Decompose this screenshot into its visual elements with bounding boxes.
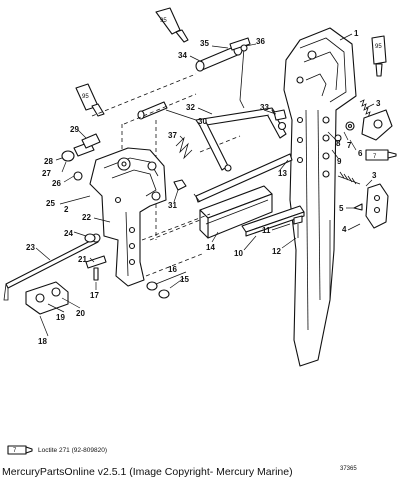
callout-30: 30: [198, 117, 207, 126]
callout-34: 34: [178, 51, 187, 60]
callout-25: 25: [46, 199, 55, 208]
callout-2: 2: [64, 205, 69, 214]
grease-tube-icon: 95: [155, 7, 189, 43]
guide-line: [145, 253, 203, 277]
callout-17: 17: [90, 291, 99, 300]
callout-26: 26: [52, 179, 61, 188]
callout-23: 23: [26, 243, 35, 252]
callout-15: 15: [180, 275, 189, 284]
callout-9: 9: [337, 157, 342, 166]
grease-tube-icon: 95: [75, 83, 105, 117]
callout-18: 18: [38, 337, 47, 346]
legend: 7 Loctite 271 (92-809820): [7, 445, 107, 455]
swivel-bracket: [283, 27, 357, 367]
link-rod: [239, 44, 248, 109]
callout-10: 10: [234, 249, 243, 258]
guide-line: [199, 135, 241, 153]
adjustment-plate: [337, 171, 389, 229]
callout-20: 20: [76, 309, 85, 318]
bolt: [293, 215, 303, 238]
callout-14: 14: [206, 243, 215, 252]
callout-29: 29: [70, 125, 79, 134]
pin: [137, 101, 168, 120]
pivot-pin-assembly: [195, 37, 251, 72]
callout-35: 35: [200, 39, 209, 48]
callout-27: 27: [42, 169, 51, 178]
guide-line: [91, 73, 197, 117]
callout-32: 32: [186, 103, 195, 112]
bolt: [84, 233, 96, 243]
grease-tube-icon: 95: [371, 35, 387, 77]
callout-19: 19: [56, 313, 65, 322]
support-bar: [241, 205, 305, 237]
callout-16: 16: [168, 265, 177, 274]
callout-4: 4: [342, 225, 347, 234]
footer-copyright: MercuryPartsOnline v2.5.1 (Image Copyrig…: [2, 466, 293, 478]
bolt: [85, 255, 107, 281]
callout-28: 28: [44, 157, 53, 166]
spring: [359, 99, 373, 119]
tilt-tube: [193, 153, 293, 203]
legend-key: 7: [13, 448, 17, 454]
callout-6: 6: [358, 149, 363, 158]
nut: [173, 179, 187, 191]
washer: [146, 281, 170, 299]
loctite-tube-icon: 7: [365, 149, 397, 161]
guide-line: [141, 213, 211, 241]
callout-8: 8: [336, 139, 341, 148]
lock-plate: [334, 109, 393, 142]
callout-labels: 1 2 3 3 4 5 6 7 8 9 10 11 12 13 14 15 16…: [26, 29, 381, 346]
callout-12: 12: [272, 247, 281, 256]
callout-22: 22: [82, 213, 91, 222]
tube-label: 95: [375, 44, 382, 50]
tube-label: 7: [373, 154, 377, 160]
callout-13: 13: [278, 169, 287, 178]
callout-24: 24: [64, 229, 73, 238]
callout-11: 11: [262, 226, 271, 235]
clamp-bracket: [89, 147, 167, 287]
leader-lines: [35, 33, 375, 337]
callout-1: 1: [354, 29, 359, 38]
callout-3: 3: [376, 99, 381, 108]
figure-number: 37365: [340, 466, 357, 472]
guide-line: [149, 217, 206, 241]
guide-line: [123, 93, 197, 125]
callout-3: 3: [372, 171, 377, 180]
callout-21: 21: [78, 255, 87, 264]
handle-knob: [61, 133, 101, 181]
tube-label: 95: [82, 94, 89, 100]
tube-label: 95: [160, 18, 167, 24]
legend-text: Loctite 271 (92-809820): [38, 447, 107, 454]
callout-7: 7: [347, 141, 352, 150]
callout-36: 36: [256, 37, 265, 46]
callout-31: 31: [168, 201, 177, 210]
callout-33: 33: [260, 103, 269, 112]
tilt-lock-lever: [175, 107, 287, 172]
callout-37: 37: [168, 131, 177, 140]
callout-5: 5: [339, 204, 344, 213]
clamp-block: [25, 281, 69, 315]
bolt: [273, 109, 287, 121]
tilt-rod: [3, 233, 101, 301]
